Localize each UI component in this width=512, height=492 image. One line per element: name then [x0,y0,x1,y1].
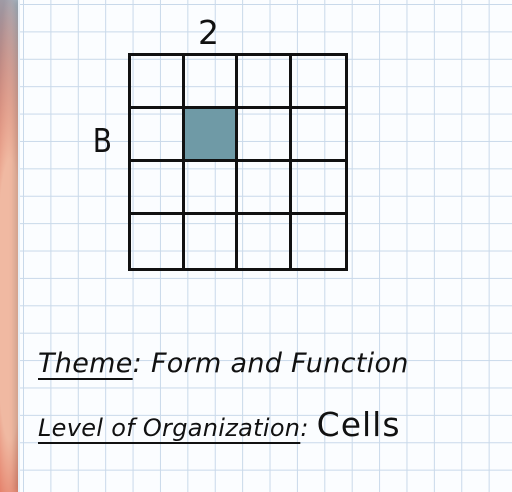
grid-cell [238,215,292,268]
column-label: 2 [198,13,219,52]
grid-cell [238,109,292,162]
grid-cell [184,162,238,215]
grid-cell-selected [184,109,238,162]
grid-cell [131,56,185,109]
level-separator: : [300,414,309,442]
theme-value: Form and Function [150,348,409,379]
grid-cell [131,215,185,268]
grid-cell [291,109,345,162]
graph-paper-card [18,0,512,492]
grid-cell [131,162,185,215]
grid-cell [291,162,345,215]
grid-cell [238,162,292,215]
grid-cell [238,56,292,109]
grid-cell [292,215,346,268]
theme-separator: : [132,348,143,379]
grid-cell [184,56,238,109]
grid-cell [291,56,345,109]
level-value: Cells [316,405,401,444]
grid-cell [185,215,238,268]
theme-label: Theme [38,348,133,379]
level-label: Level of Organization [38,414,301,442]
level-line: Level of Organization: Cells [38,405,401,444]
row-label: B [92,121,112,160]
grid-cell [131,109,185,162]
grid-board [128,53,348,271]
theme-line: Theme: Form and Function [38,348,409,379]
